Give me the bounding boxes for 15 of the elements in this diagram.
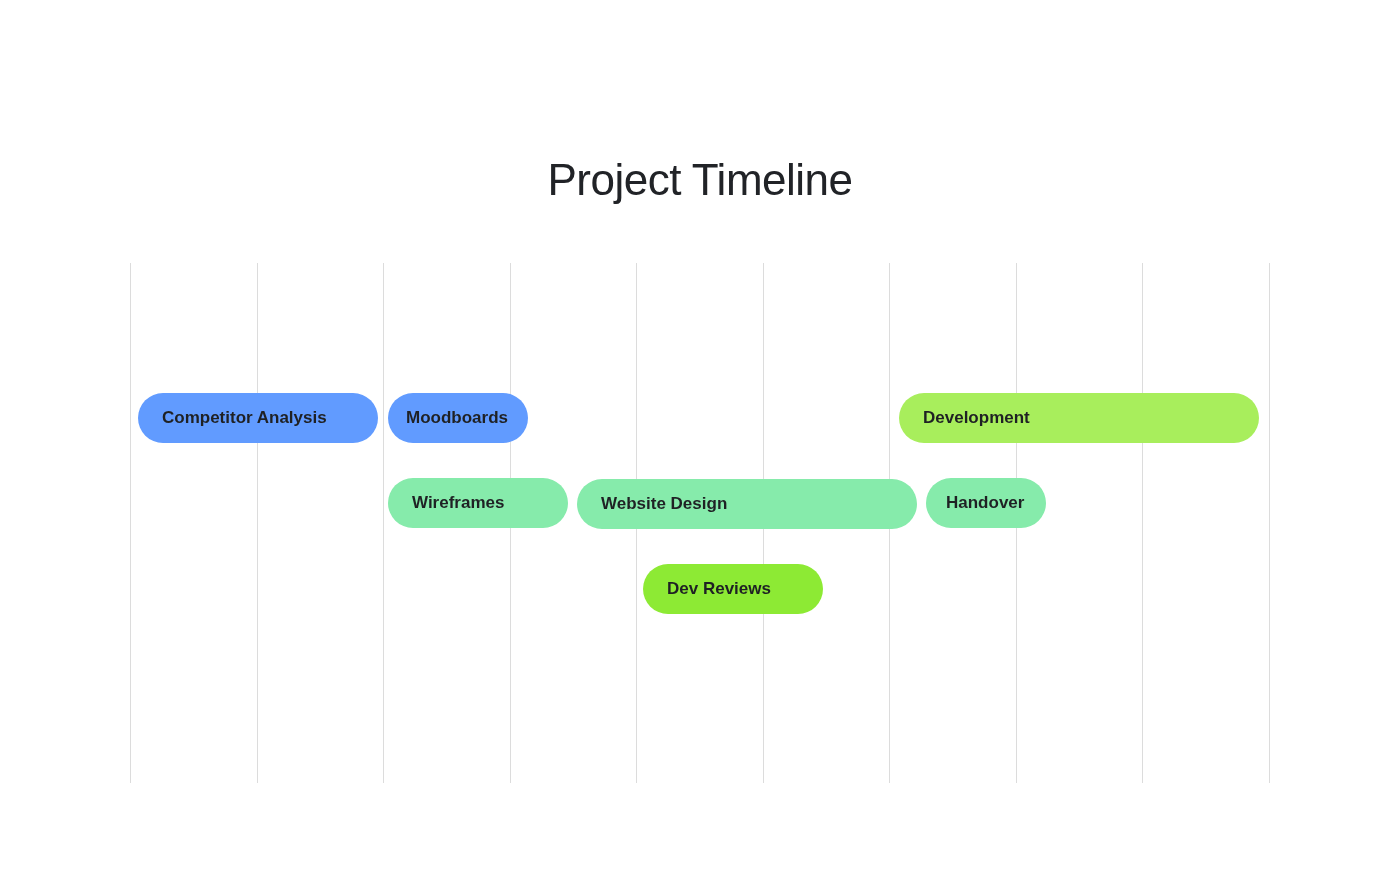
timeline-bar: [577, 479, 917, 529]
chart-title: Project Timeline: [546, 155, 854, 205]
timeline-bar: [388, 393, 528, 443]
task-label: Competitor Analysis: [162, 408, 327, 428]
task-label: Website Design: [601, 494, 728, 514]
task-label: Moodboards: [406, 408, 508, 428]
timeline-bar: [926, 478, 1046, 528]
timeline-bar: [388, 478, 568, 528]
task-label: Handover: [946, 493, 1025, 513]
timeline-bar: [138, 393, 378, 443]
task-label: Dev Reviews: [667, 579, 771, 599]
task-label: Wireframes: [412, 493, 505, 513]
timeline-bar: [643, 564, 823, 614]
task-label: Development: [923, 408, 1030, 428]
timeline-bar: [899, 393, 1259, 443]
